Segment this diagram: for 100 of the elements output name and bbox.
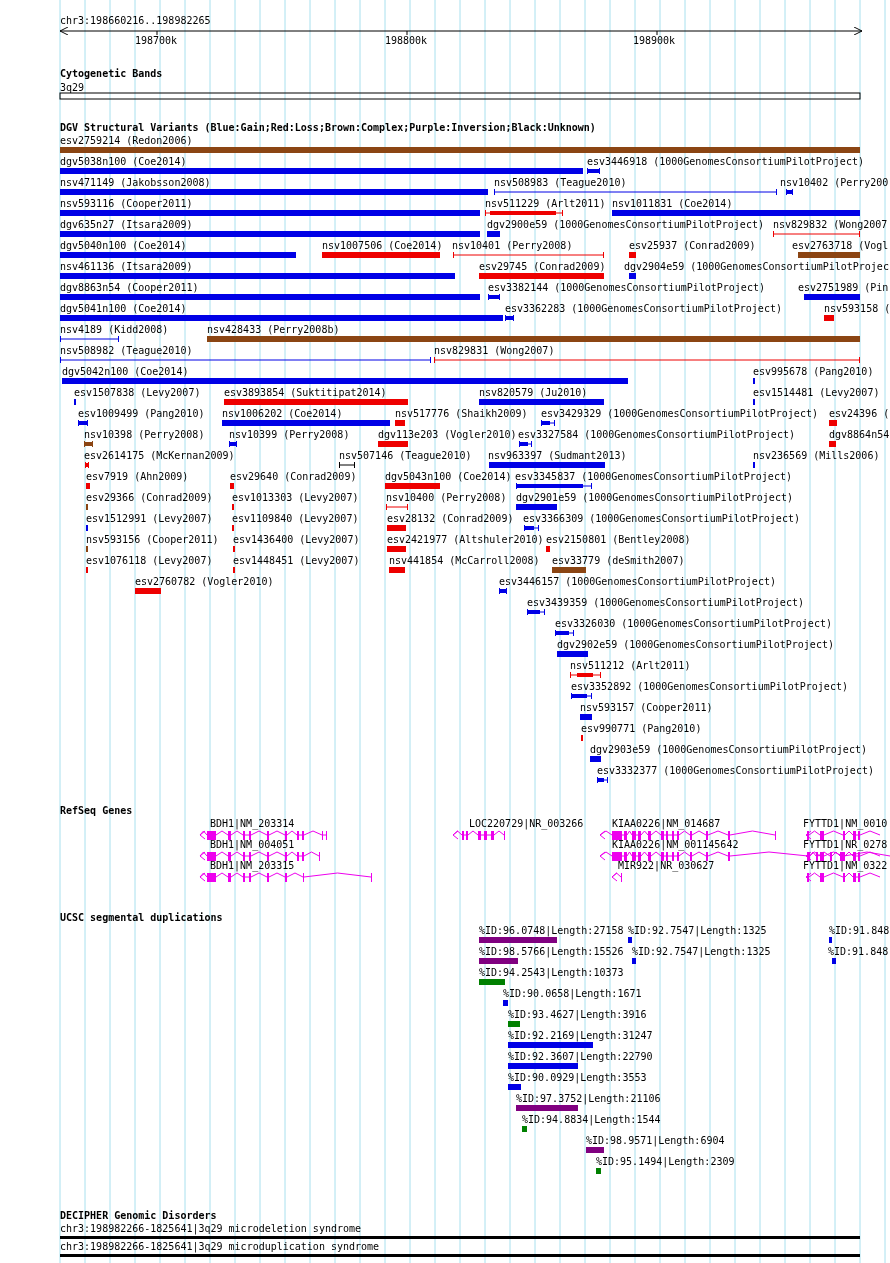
feature-label: esv2421977 (Altshuler2010) [387, 534, 544, 545]
feature-label: %ID:93.4627|Length:3916 [508, 1009, 647, 1020]
feature-label: %ID:92.3607|Length:22790 [508, 1051, 653, 1062]
feature-label: esv2759214 (Redon2006) [60, 135, 193, 146]
feature-label: esv1507838 (Levy2007) [74, 387, 201, 398]
feature-label: esv1448451 (Levy2007) [233, 555, 360, 566]
feature-label: esv24396 ( [829, 408, 890, 419]
feature-label: esv3446157 (1000GenomesConsortiumPilotProject) [499, 576, 776, 587]
feature-label: nsv511229 (Arlt2011) [485, 198, 606, 209]
feature-label: dgv2901e59 (1000GenomesConsortiumPilotProject) [516, 492, 793, 503]
feature-label: FYTTD1|NR_0278 [803, 839, 888, 850]
feature-label: esv1514481 (Levy2007) [753, 387, 880, 398]
feature-label: dgv2900e59 (1000GenomesConsortiumPilotProject) [487, 219, 764, 230]
feature-label: dgv2904e59 (1000GenomesConsortiumPilotProjec [624, 261, 889, 272]
feature-label: esv3446918 (1000GenomesConsortiumPilotProject) [587, 156, 864, 167]
feature-label: %ID:94.2543|Length:10373 [479, 967, 624, 978]
feature-label: nsv471149 (Jakobsson2008) [60, 177, 211, 188]
feature-label: esv3366309 (1000GenomesConsortiumPilotProject) [523, 513, 800, 524]
feature-label: dgv113e203 (Vogler2010) [378, 429, 517, 440]
feature-label: nsv593158 ( [824, 303, 890, 314]
feature-label: nsv10398 (Perry2008) [84, 429, 205, 440]
feature-label: esv29366 (Conrad2009) [86, 492, 213, 503]
feature-label: nsv4189 (Kidd2008) [60, 324, 169, 335]
feature-label: esv3893854 (Suktitipat2014) [224, 387, 387, 398]
feature-label: esv29640 (Conrad2009) [230, 471, 357, 482]
feature-label: dgv5043n100 (Coe2014) [385, 471, 512, 482]
feature-label: esv3382144 (1000GenomesConsortiumPilotProject) [488, 282, 765, 293]
feature-label: dgv635n27 (Itsara2009) [60, 219, 193, 230]
feature-label: BDH1|NM_203314 [210, 818, 295, 829]
feature-label: dgv8863n54 (Cooper2011) [60, 282, 199, 293]
feature-label: chr3:198982266-1825641|3q29 microduplication syndrome [60, 1241, 380, 1252]
feature-label: esv2751989 (Pin [798, 282, 889, 293]
feature-label: esv1013303 (Levy2007) [232, 492, 359, 503]
feature-label: nsv1006202 (Coe2014) [222, 408, 343, 419]
feature-label: esv25937 (Conrad2009) [629, 240, 756, 251]
feature-label: esv3439359 (1000GenomesConsortiumPilotProject) [527, 597, 804, 608]
feature-label: FYTTD1|NM_0322 [803, 860, 888, 871]
feature-label: esv3429329 (1000GenomesConsortiumPilotProject) [541, 408, 818, 419]
feature-label: esv2763718 (Vogl [792, 240, 889, 251]
feature-label: %ID:90.0929|Length:3553 [508, 1072, 647, 1083]
feature-label: dgv5040n100 (Coe2014) [60, 240, 187, 251]
feature-label: nsv1011831 (Coe2014) [612, 198, 733, 209]
track-title: DECIPHER Genomic Disorders [60, 1210, 217, 1221]
feature-label: esv1109840 (Levy2007) [232, 513, 359, 524]
feature-label: nsv593116 (Cooper2011) [60, 198, 193, 209]
feature-label: esv3327584 (1000GenomesConsortiumPilotProject) [518, 429, 795, 440]
feature-label: MIR922|NR_030627 [618, 860, 715, 871]
feature-label: esv28132 (Conrad2009) [387, 513, 514, 524]
feature-label: %ID:92.7547|Length:1325 [632, 946, 771, 957]
feature-label: esv3345837 (1000GenomesConsortiumPilotProject) [515, 471, 792, 482]
feature-label: %ID:92.7547|Length:1325 [628, 925, 767, 936]
feature-label: esv1512991 (Levy2007) [86, 513, 213, 524]
feature-label: nsv963397 (Sudmant2013) [488, 450, 627, 461]
feature-label: %ID:92.2169|Length:31247 [508, 1030, 653, 1041]
feature-label: nsv507146 (Teague2010) [339, 450, 472, 461]
feature-label: dgv5041n100 (Coe2014) [60, 303, 187, 314]
feature-label: nsv593156 (Cooper2011) [86, 534, 219, 545]
feature-label: esv7919 (Ahn2009) [86, 471, 189, 482]
feature-label: nsv461136 (Itsara2009) [60, 261, 193, 272]
feature-label: %ID:97.3752|Length:21106 [516, 1093, 661, 1104]
feature-label: dgv2903e59 (1000GenomesConsortiumPilotProject) [590, 744, 867, 755]
feature-label: nsv236569 (Mills2006) [753, 450, 880, 461]
feature-label: dgv5038n100 (Coe2014) [60, 156, 187, 167]
feature-label: esv3362283 (1000GenomesConsortiumPilotProject) [505, 303, 782, 314]
feature-label: esv29745 (Conrad2009) [479, 261, 606, 272]
track-title: RefSeq Genes [60, 805, 133, 816]
track-title: UCSC segmental duplications [60, 912, 223, 923]
feature-label: nsv1007506 (Coe2014) [322, 240, 443, 251]
feature-label: KIAA0226|NM_014687 [612, 818, 721, 829]
track-title: DGV Structural Variants (Blue:Gain;Red:Loss;Brown:Complex;Purple:Inversion;Black:Unknown) [60, 122, 596, 133]
feature-label: FYTTD1|NM_0010 [803, 818, 888, 829]
feature-label: nsv511212 (Arlt2011) [570, 660, 691, 671]
feature-label: nsv593157 (Cooper2011) [580, 702, 713, 713]
feature-label: esv990771 (Pang2010) [581, 723, 702, 734]
scale-label: 198700k [135, 35, 178, 46]
feature-label: %ID:96.0748|Length:27158 [479, 925, 624, 936]
feature-label: LOC220729|NR_003266 [469, 818, 584, 829]
feature-label: %ID:91.848 [828, 946, 889, 957]
feature-label: nsv441854 (McCarroll2008) [389, 555, 540, 566]
scale-label: 198900k [633, 35, 676, 46]
feature-label: nsv820579 (Ju2010) [479, 387, 588, 398]
feature-label: esv1436400 (Levy2007) [233, 534, 360, 545]
feature-label: BDH1|NM_203315 [210, 860, 295, 871]
feature-label: KIAA0226|NM_001145642 [612, 839, 739, 850]
feature-label: nsv829832 (Wong2007 [773, 219, 888, 230]
feature-label: esv2150801 (Bentley2008) [546, 534, 691, 545]
feature-label: nsv508982 (Teague2010) [60, 345, 193, 356]
feature-label: %ID:98.9571|Length:6904 [586, 1135, 725, 1146]
position-label: chr3:198660216..198982265 [60, 15, 211, 26]
feature-label: esv33779 (deSmith2007) [552, 555, 685, 566]
feature-label: esv1076118 (Levy2007) [86, 555, 213, 566]
track-title: Cytogenetic Bands [60, 68, 163, 79]
feature-label: esv3332377 (1000GenomesConsortiumPilotProject) [597, 765, 874, 776]
feature-label: BDH1|NM_004051 [210, 839, 295, 850]
feature-label: esv3352892 (1000GenomesConsortiumPilotProject) [571, 681, 848, 692]
feature-label: nsv10402 (Perry200 [780, 177, 889, 188]
feature-label: dgv8864n54 [829, 429, 890, 440]
feature-label: esv995678 (Pang2010) [753, 366, 874, 377]
feature-label: nsv10399 (Perry2008) [229, 429, 350, 440]
feature-label: esv2614175 (McKernan2009) [84, 450, 235, 461]
